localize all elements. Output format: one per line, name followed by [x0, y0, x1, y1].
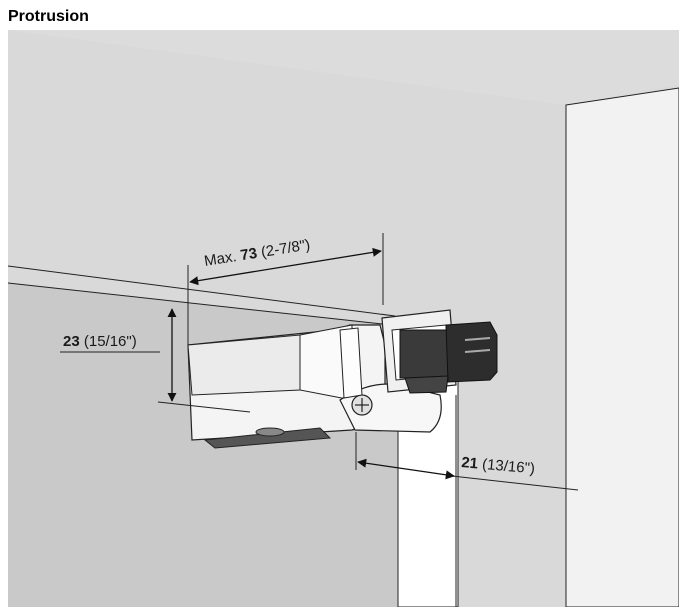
protrusion-dimension: 21 (13/16") [355, 395, 579, 607]
height-label: 23 (15/16") [63, 333, 137, 350]
ceiling-panel [8, 30, 679, 105]
hinge-body [187, 324, 442, 449]
page-title: Protrusion [8, 8, 89, 25]
protrusion-label: 21 (13/16") [461, 454, 536, 477]
side-panel [565, 87, 679, 607]
mounting-plate [381, 309, 498, 394]
height-dimension: 23 (15/16") [60, 308, 251, 413]
